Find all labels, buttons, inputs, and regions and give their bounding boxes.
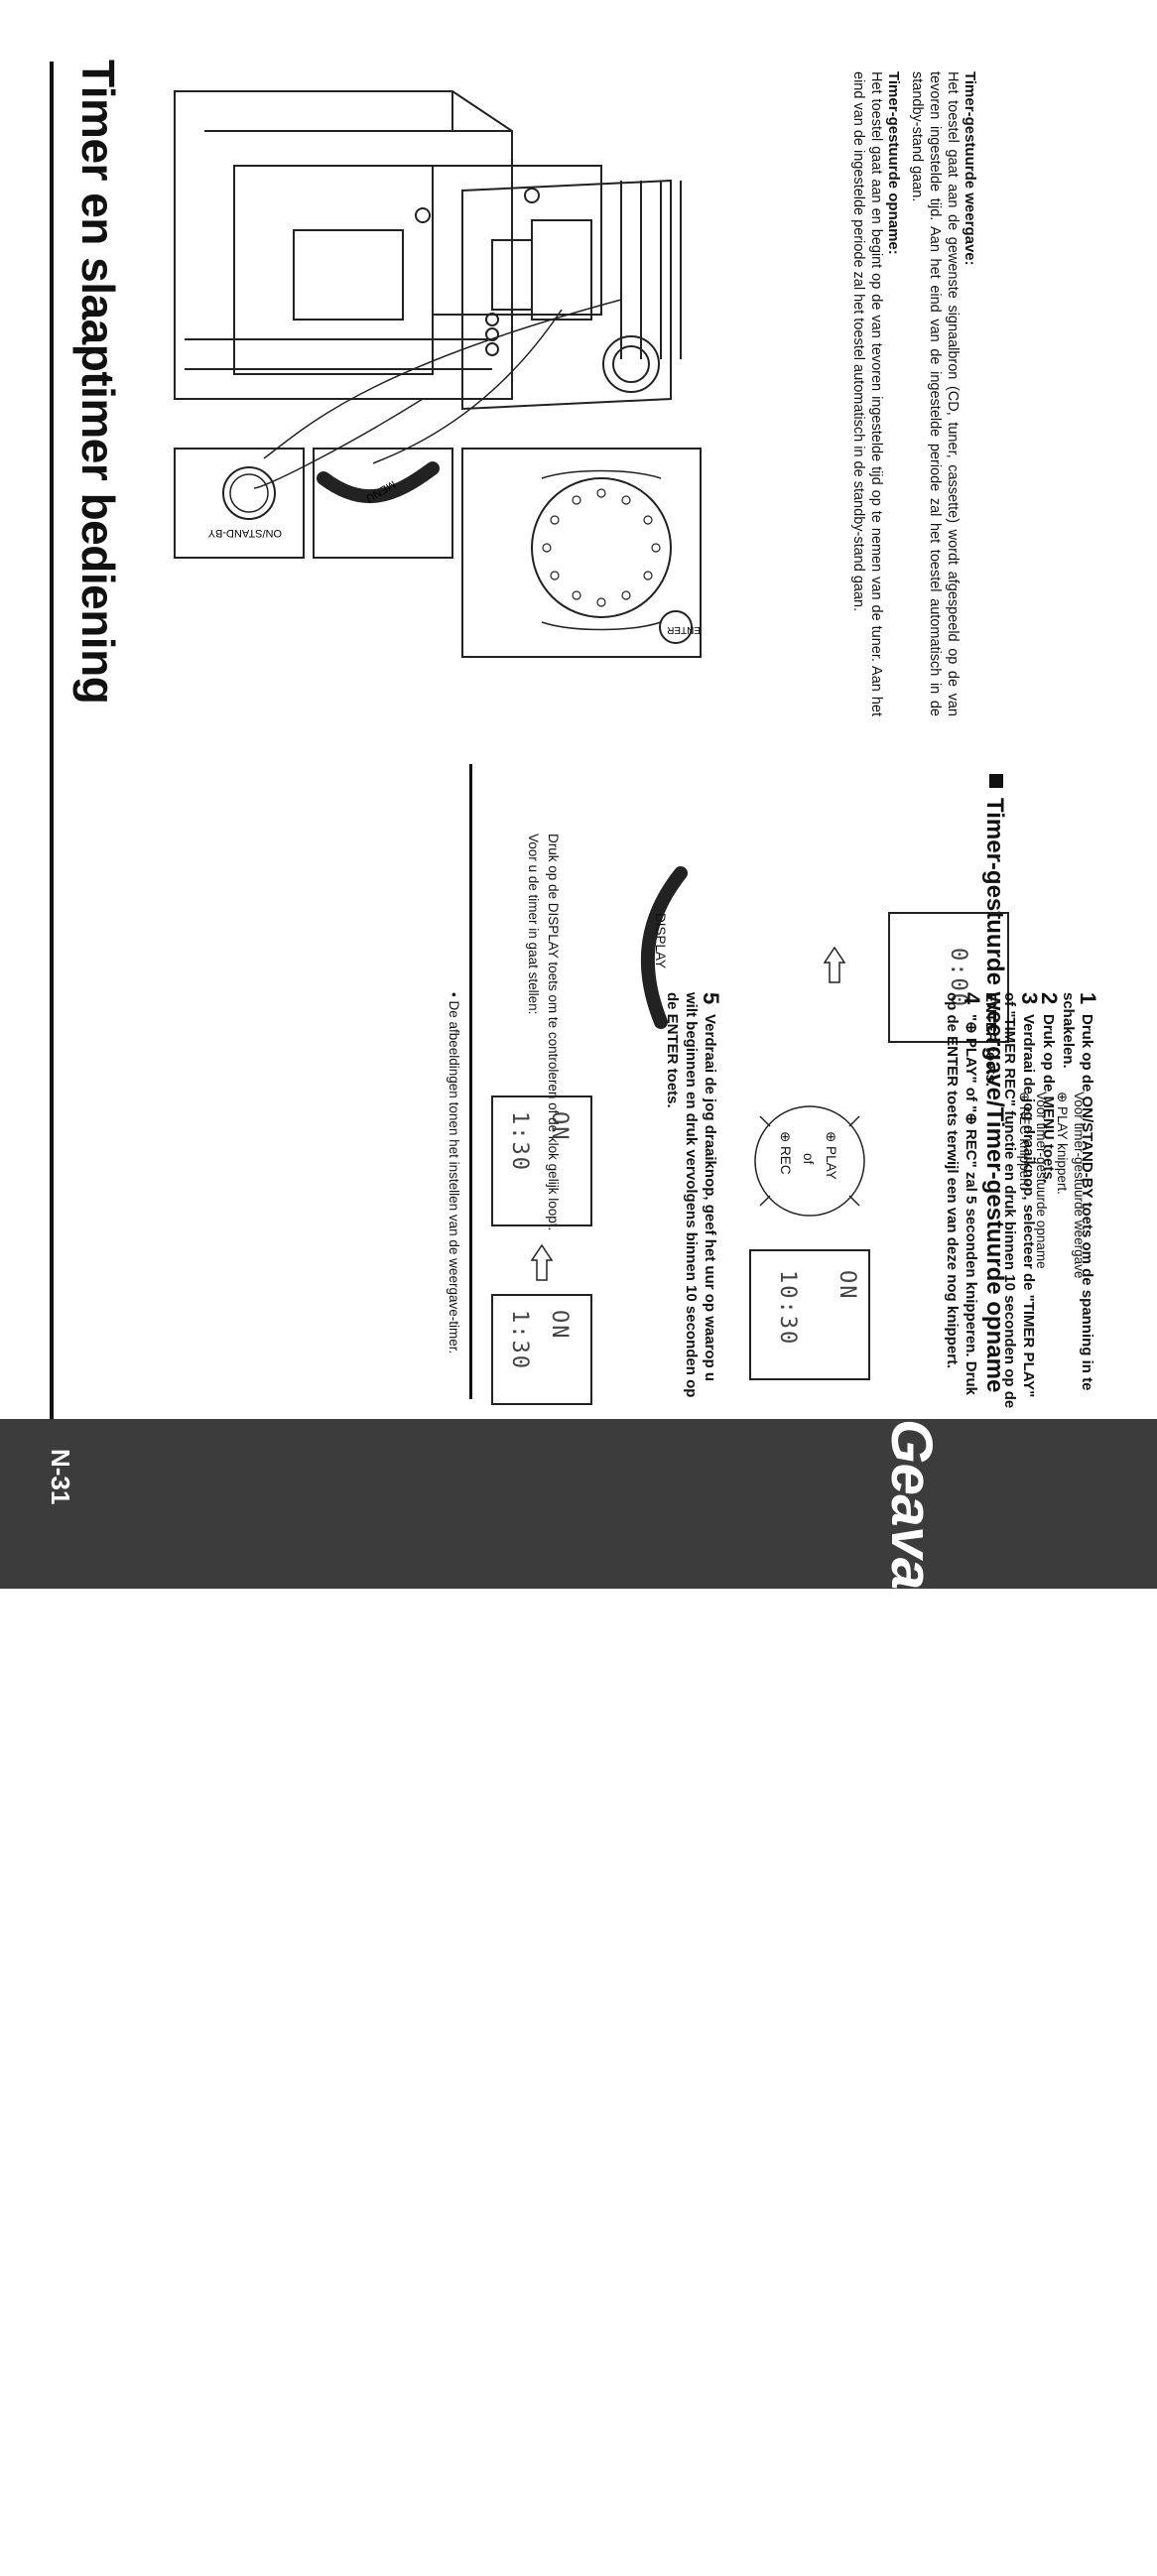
play-heading: Timer-gestuurde weergave: [962, 71, 978, 266]
page-number: N-31 [46, 1449, 75, 1505]
lcd-step5b-on: ON [547, 1310, 572, 1341]
timer-display-box [749, 1249, 870, 1380]
step5-figure [491, 1095, 592, 1405]
enter-label: ENTER [667, 624, 701, 635]
cabinet-drawing [174, 90, 682, 489]
device-illustration: ON/STAND-BY MENU ENTER [174, 90, 702, 658]
menu-button-icon [317, 461, 440, 504]
notes-rec-head: Voor timer-gestuurde opname [1034, 1092, 1049, 1269]
step5-display-a [491, 1095, 592, 1226]
arrow-right-icon-2 [530, 1243, 554, 1281]
intro-block: Timer-gestuurde weergave: Het toestel ga… [849, 71, 978, 716]
step-4: 4"⊕ PLAY" of "⊕ REC" zal 5 seconden knip… [944, 992, 984, 1395]
step-5: 5Verdraai de jog draaiknop, geef het uur… [664, 992, 723, 1398]
band-title: Geavanceerde mogelijkheden [879, 1419, 944, 2219]
menu-inset [313, 448, 453, 559]
lcd-step4-on: ON [835, 1270, 859, 1301]
notes-rec: ⊕ REC knippert. [1017, 1092, 1032, 1191]
flash-rec: ⊕ REC [778, 1131, 793, 1175]
clock-display-box [888, 912, 1009, 1043]
notes-play-head: Voor timer-gestuurde weergave [1072, 1092, 1087, 1279]
footnote: • De afbeeldingen tonen het instellen va… [447, 992, 461, 1354]
display-figure [640, 866, 1009, 1043]
onstandby-label: ON/STAND-BY [207, 527, 282, 539]
notes-play: ⊕ PLAY knippert. [1055, 1092, 1070, 1195]
jog-dial-icon [531, 477, 672, 618]
lcd-step5a-on: ON [547, 1111, 572, 1142]
display-button-icon [640, 866, 688, 1029]
top-rule [50, 62, 54, 1423]
section-rule [469, 764, 472, 1399]
flash-play: ⊕ PLAY [824, 1131, 838, 1180]
section-band [0, 1419, 1157, 1589]
enter-button-icon [659, 610, 693, 644]
flash-figure [749, 1105, 870, 1380]
rec-heading: Timer-gestuurde opname: [885, 71, 902, 255]
notes-block: Voor timer-gestuurde weergave ⊕ PLAY kni… [1016, 1092, 1088, 1290]
section-bullet-icon [989, 774, 1003, 788]
flash-circle [754, 1105, 865, 1217]
display-label: DISPLAY [653, 913, 668, 969]
lcd-step4-time: 10:30 [775, 1270, 800, 1347]
power-button-icon [222, 466, 276, 520]
step5-display-b [491, 1294, 592, 1405]
jog-inset [461, 448, 702, 658]
onstandby-inset [174, 448, 305, 559]
arrow-right-icon [823, 946, 846, 983]
lcd-step5a-time: 1:30 [507, 1111, 532, 1172]
lcd-step5b-time: 1:30 [507, 1310, 532, 1370]
rotated-page: Timer en slaaptimer bediening Timer-gest… [0, 60, 1157, 1589]
play-text: Het toestel gaat aan de gewenste signaal… [909, 71, 961, 716]
flash-of: of [801, 1153, 816, 1165]
page-title: Timer en slaaptimer bediening [72, 60, 124, 705]
